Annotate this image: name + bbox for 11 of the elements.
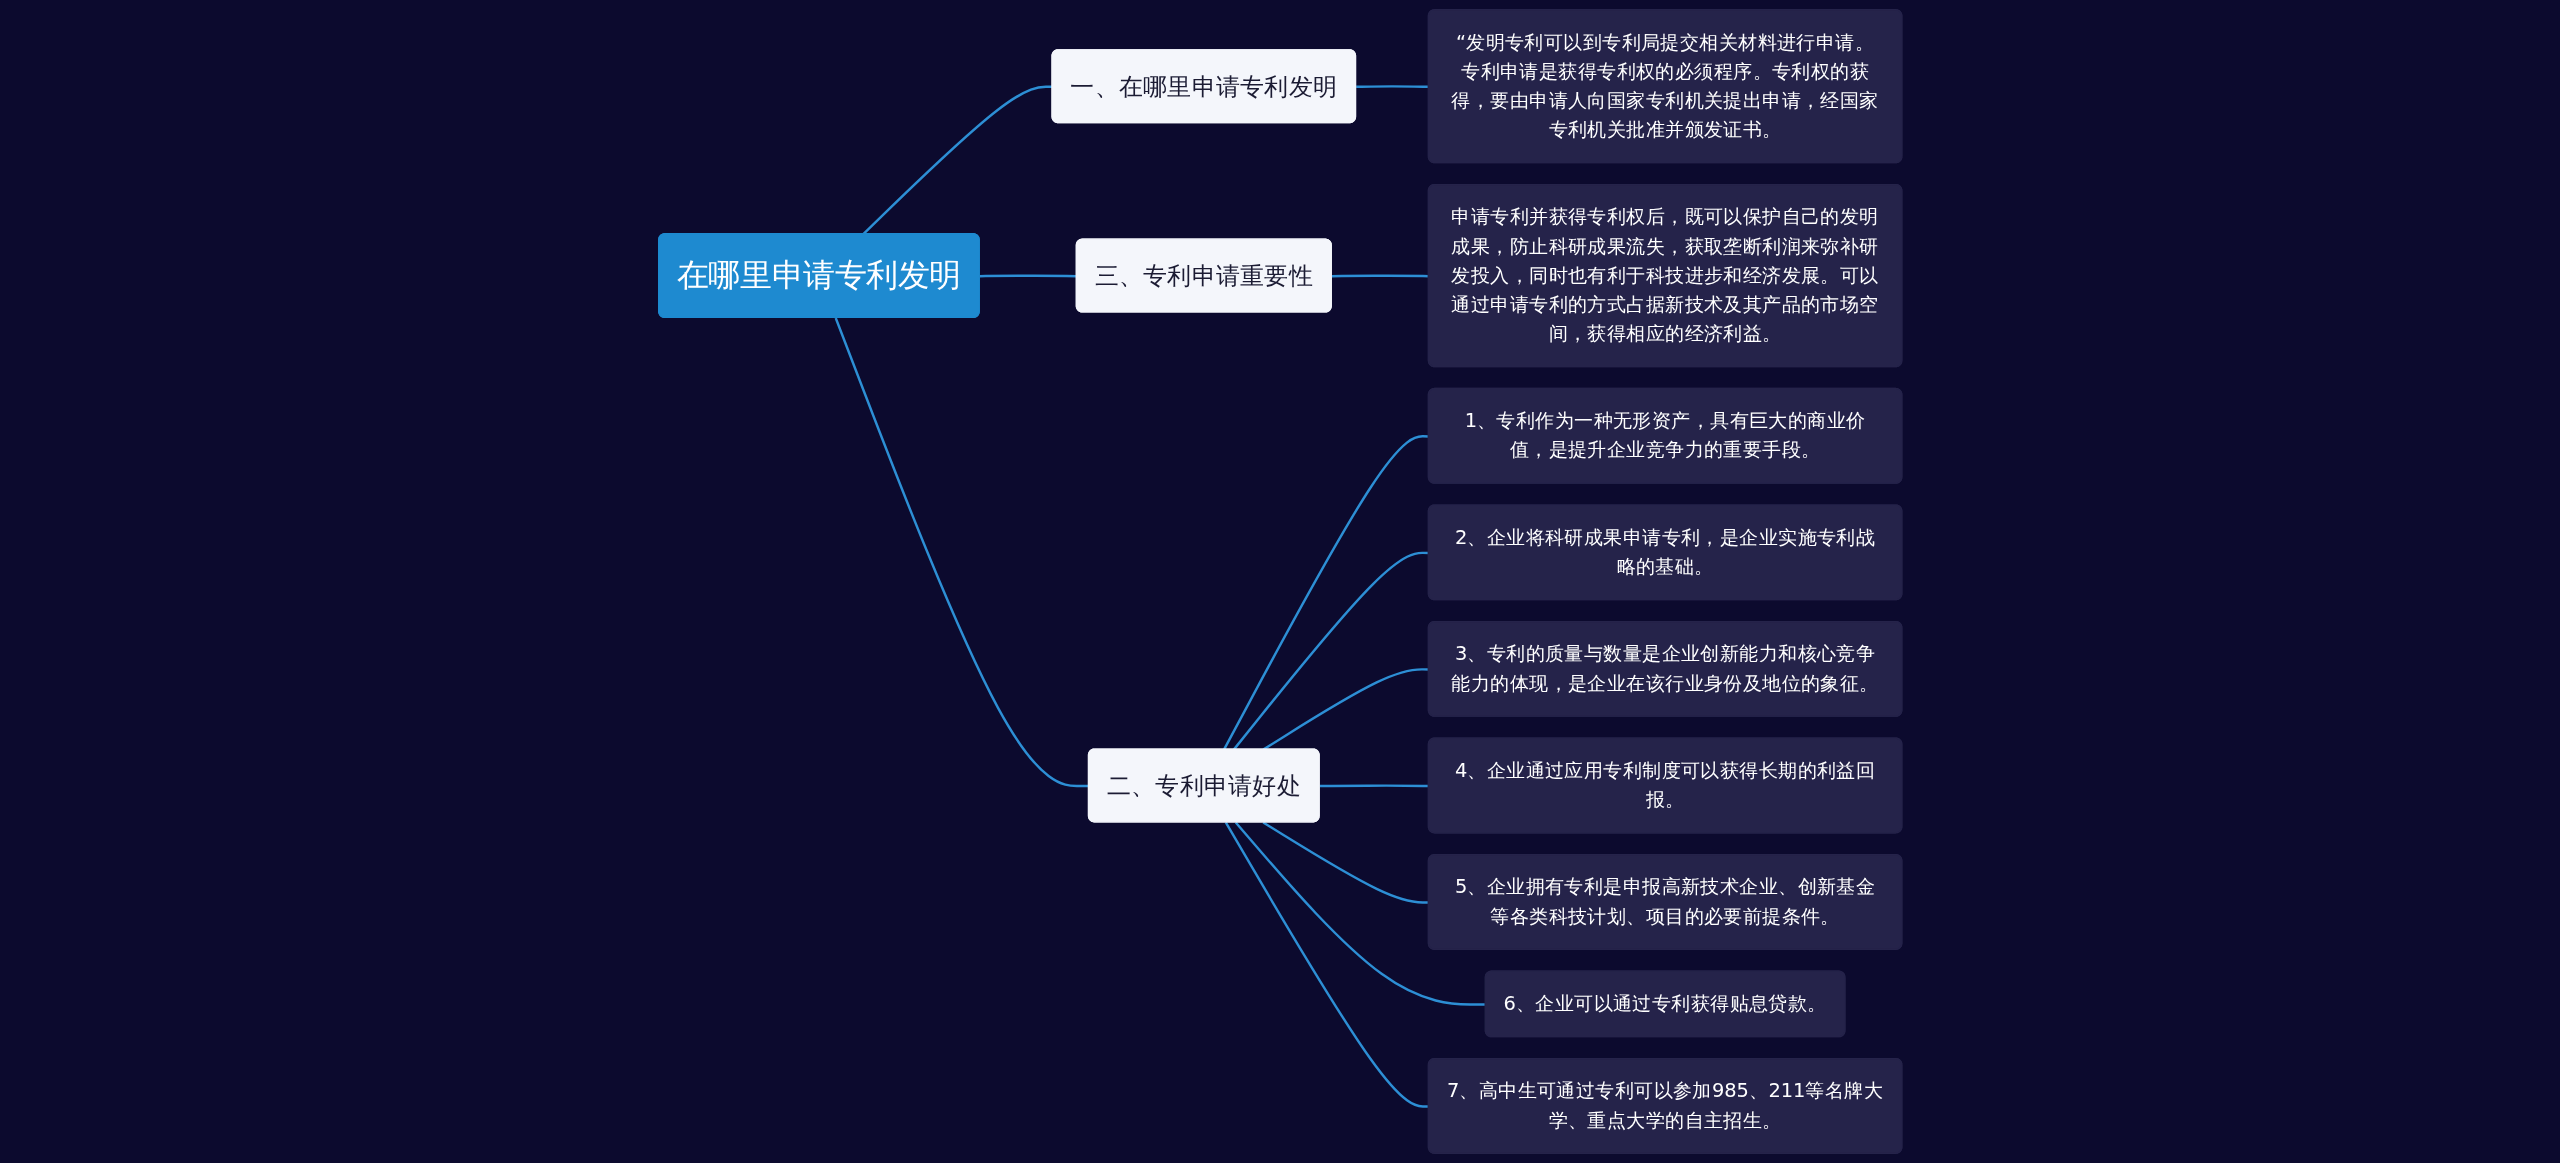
- connector: [1232, 551, 1429, 751]
- connector: [834, 317, 1089, 788]
- connector: [1355, 85, 1429, 88]
- connector: [1331, 274, 1429, 278]
- connector: [1234, 821, 1486, 1006]
- connector: [1262, 821, 1429, 904]
- connector: [1319, 784, 1429, 788]
- connector: [1222, 435, 1429, 751]
- connector: [1224, 821, 1429, 1108]
- connector: [979, 274, 1077, 278]
- connector: [1262, 668, 1429, 751]
